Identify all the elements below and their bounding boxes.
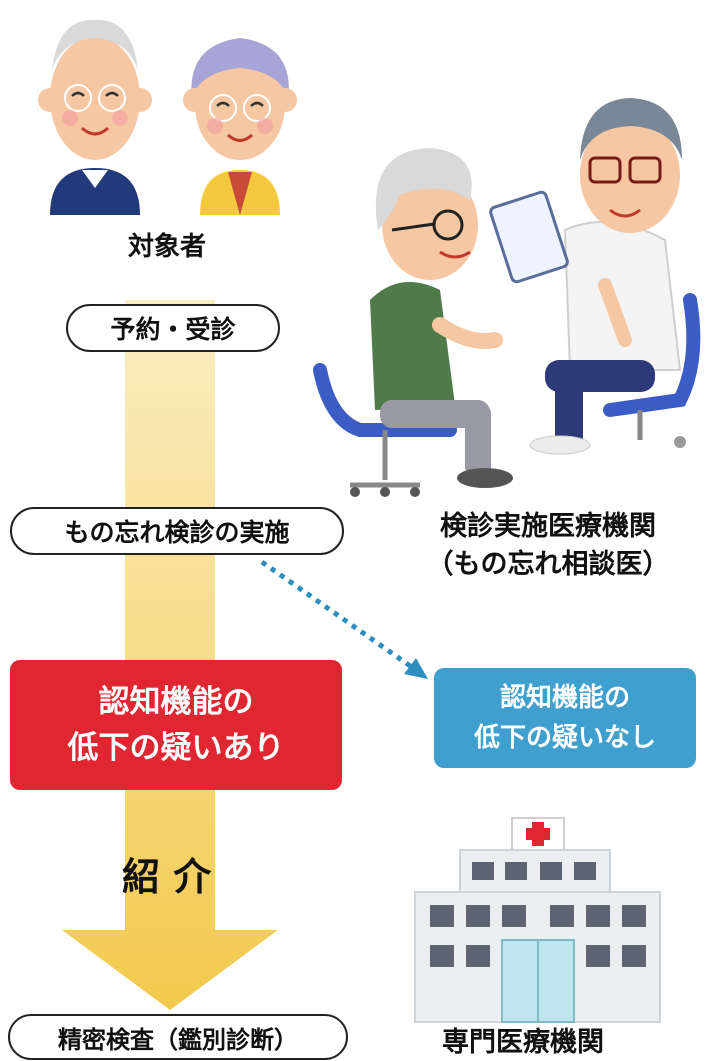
target-label: 対象者 bbox=[128, 232, 207, 262]
step-memory-exam: もの忘れ検診の実施 bbox=[10, 507, 344, 555]
clinic-label-line2: （もの忘れ相談医） bbox=[426, 549, 670, 580]
result-positive: 認知機能の 低下の疑いあり bbox=[10, 660, 342, 790]
result-negative-line1: 認知機能の bbox=[499, 683, 630, 713]
result-negative: 認知機能の 低下の疑いなし bbox=[434, 668, 696, 768]
result-positive-line2: 低下の疑いあり bbox=[67, 730, 285, 766]
step-detailed-exam: 精密検査（鑑別診断） bbox=[8, 1014, 348, 1060]
referral-label: 紹 介 bbox=[122, 855, 212, 899]
result-positive-line1: 認知機能の bbox=[98, 684, 254, 720]
clinic-label: 検診実施医療機関 （もの忘れ相談医） bbox=[398, 508, 698, 584]
hospital-label: 専門医療機関 bbox=[442, 1027, 604, 1058]
clinic-label-line1: 検診実施医療機関 bbox=[440, 511, 656, 542]
result-negative-line2: 低下の疑いなし bbox=[473, 723, 656, 753]
step-reservation: 予約・受診 bbox=[66, 304, 280, 352]
